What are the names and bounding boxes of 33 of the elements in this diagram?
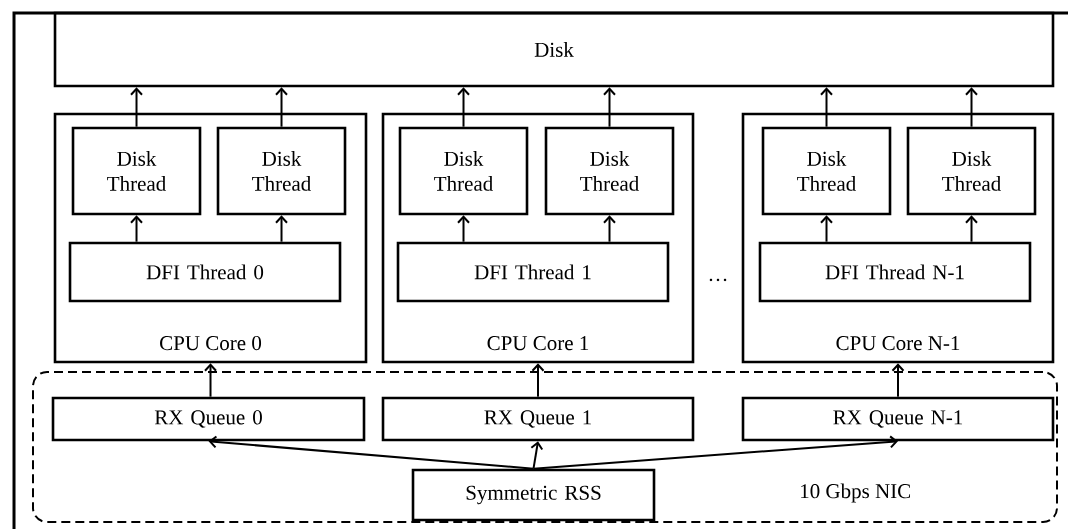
arrow <box>130 87 143 128</box>
process-box: DFI Thread N-1 <box>758 241 1032 303</box>
process-box: DFI Thread 1 <box>396 241 670 303</box>
arrow <box>820 87 833 128</box>
arrow <box>204 363 217 398</box>
arrow <box>530 441 544 470</box>
thread-box: Disk Thread <box>398 126 529 216</box>
arrow <box>603 87 616 128</box>
arrow <box>275 215 288 243</box>
arrow <box>891 363 905 398</box>
process-box: Disk <box>53 11 1055 88</box>
arrow <box>130 215 143 243</box>
arrow <box>531 363 545 398</box>
process-box: RX Queue 0 <box>51 396 366 442</box>
thread-box: Disk Thread <box>761 126 892 216</box>
arrow <box>965 87 978 128</box>
arrow <box>532 435 898 470</box>
process-box: RX Queue N-1 <box>741 396 1055 442</box>
arrow <box>457 87 470 128</box>
thread-box: Disk Thread <box>906 126 1037 216</box>
arrow <box>965 215 978 243</box>
thread-box: Disk Thread <box>544 126 675 216</box>
arrow <box>603 215 616 243</box>
thread-box: Disk Thread <box>216 126 347 216</box>
process-box: RX Queue 1 <box>381 396 695 442</box>
thread-box: Disk Thread <box>71 126 202 216</box>
arrow <box>457 215 470 243</box>
arrow <box>275 87 288 128</box>
process-box: Symmetric RSS <box>411 468 656 522</box>
ellipsis: … <box>709 278 727 282</box>
arrow <box>208 435 535 470</box>
process-box: DFI Thread 0 <box>68 241 342 303</box>
arrow <box>820 215 833 243</box>
